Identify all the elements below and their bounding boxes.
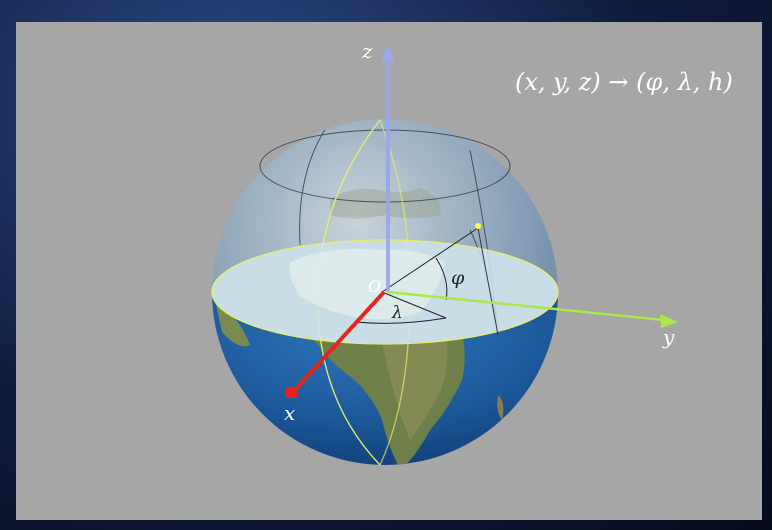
latitude-circle-upper (259, 129, 511, 203)
longitude-arc (355, 317, 447, 324)
z-axis-arrowhead (381, 44, 395, 62)
y-axis-arrowhead (660, 314, 678, 328)
x-axis-label: x (284, 401, 295, 425)
vertical-drop (477, 227, 499, 336)
longitude-angle-label: λ (391, 303, 403, 323)
africa-highlands (380, 330, 448, 440)
x-axis (286, 290, 386, 398)
lower-hemisphere (212, 292, 558, 465)
y-axis-label: y (662, 325, 675, 349)
y-axis (387, 290, 678, 328)
z-axis-label: z (361, 39, 373, 63)
latitude-arc (435, 257, 448, 301)
coordinate-transform-formula: (x, y, z) → (φ, λ, h) (515, 68, 733, 96)
surface-point (475, 223, 481, 229)
madagascar-landmass (497, 395, 504, 420)
latitude-angle-label: φ (451, 267, 465, 289)
origin-label: O (368, 277, 381, 296)
angle-construction (355, 227, 499, 336)
europe-landmass (330, 188, 441, 219)
z-axis (381, 44, 395, 292)
upper-hemisphere (212, 119, 558, 292)
x-axis-endpoint (286, 387, 297, 398)
position-vector (381, 227, 479, 293)
meridian-left-upper (299, 121, 331, 246)
longitude-projection (381, 291, 447, 319)
